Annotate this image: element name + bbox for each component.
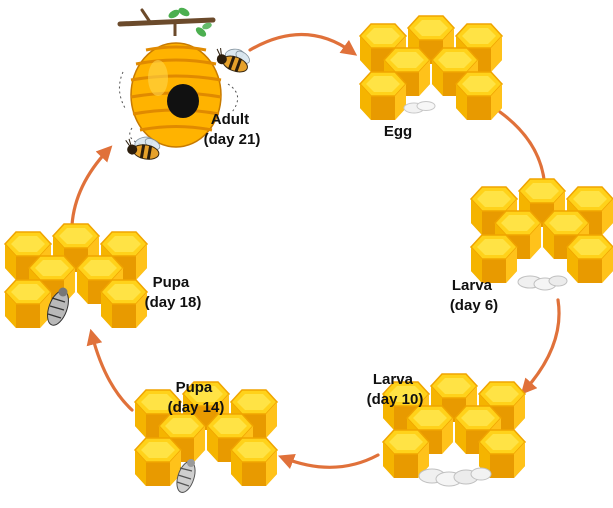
honeycomb-with-pupa-icon (135, 382, 277, 493)
arrow-larva6-to-larva10 (520, 298, 561, 395)
stage-label-larva-day10: Larva (day 10) (367, 371, 424, 408)
cycle-arrows (70, 32, 561, 469)
stage-label-pupa-day18: Pupa (day 18) (145, 274, 202, 311)
beehive-with-bees-icon (117, 7, 255, 162)
stage-label-adult: Adult (day 21) (204, 111, 261, 148)
honeycomb-with-larvae-icon (471, 179, 613, 291)
stage-label-larva-day6: Larva (day 6) (450, 277, 498, 314)
arrow-larva10-to-pupa14 (278, 453, 380, 469)
stage-label-egg: Egg (384, 123, 412, 140)
honeycomb-with-eggs-icon (360, 16, 502, 120)
arrow-pupa18-to-adult (70, 145, 113, 227)
stage-label-pupa-day14: Pupa (day 14) (168, 379, 225, 416)
arrow-pupa14-to-pupa18 (86, 328, 134, 412)
honeycomb-with-larvae-icon (383, 374, 525, 487)
arrow-adult-to-egg (248, 32, 358, 56)
honeycomb-with-pupa-icon (5, 224, 147, 328)
